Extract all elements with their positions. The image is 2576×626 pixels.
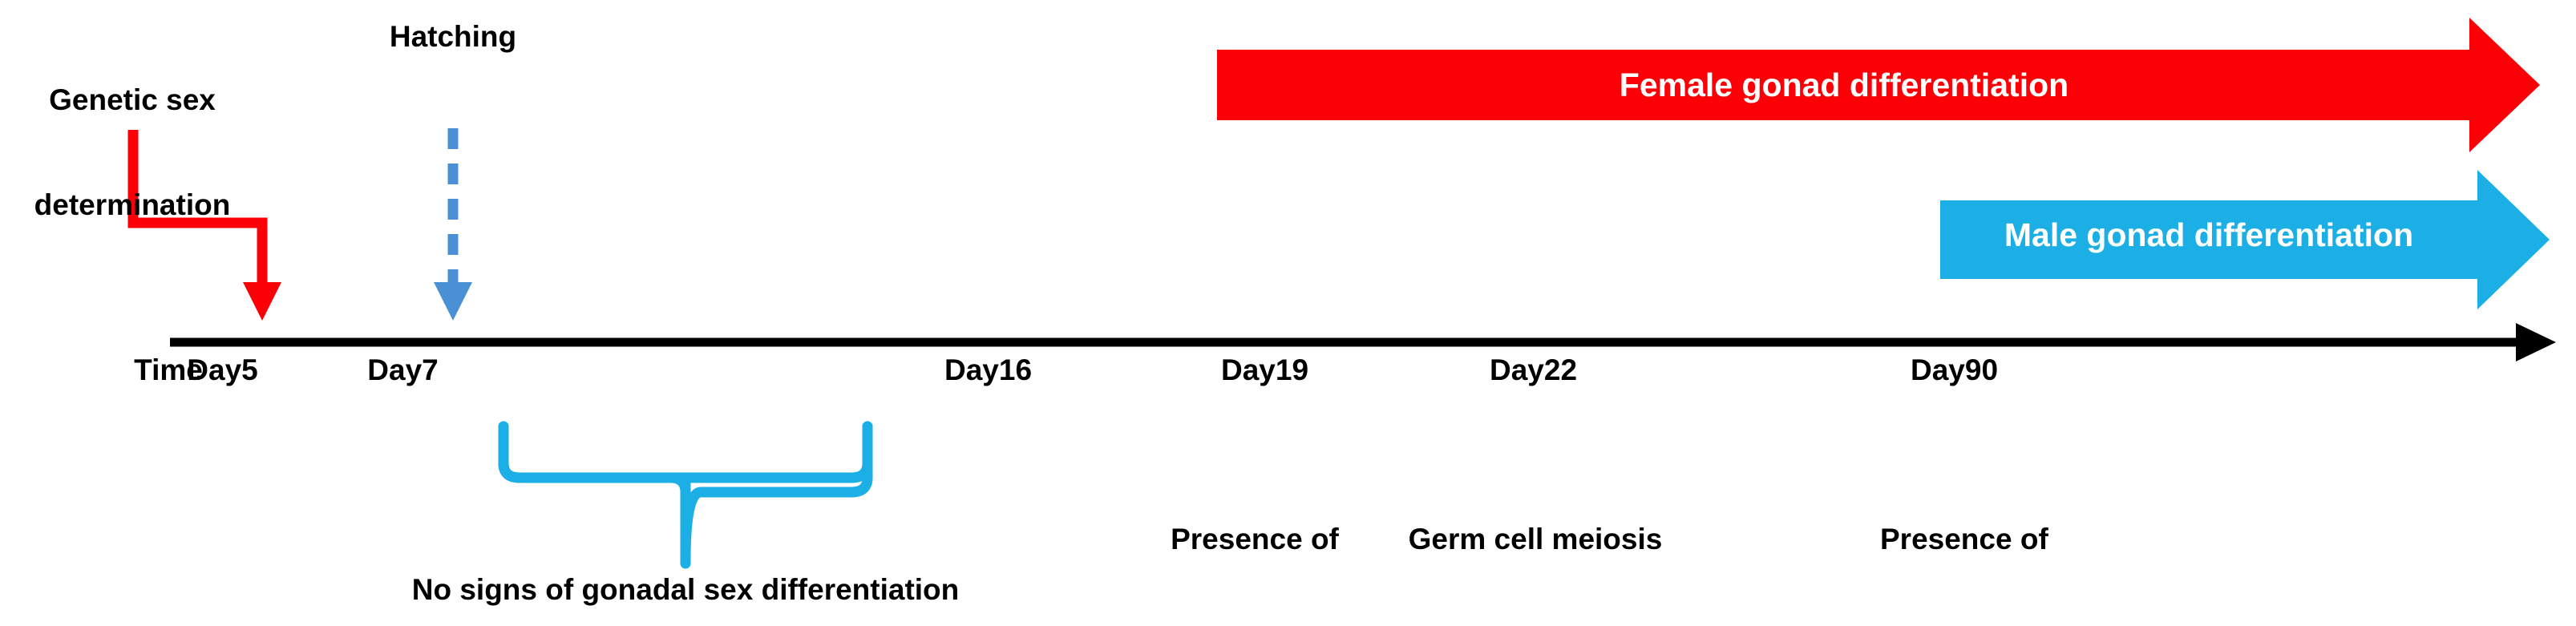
event-label-genetic-sex-determination: Genetic sex determination bbox=[0, 13, 265, 293]
genetic-sex-determination-line2: determination bbox=[34, 188, 231, 222]
note-presence-of-male-gonad: Presence of male gonad bbox=[1880, 452, 2153, 626]
hatching-dashed-arrow bbox=[434, 128, 472, 321]
event-label-hatching: Hatching bbox=[389, 20, 517, 53]
no-signs-brace bbox=[498, 421, 873, 569]
axis-tick-label-day5: Day5 bbox=[187, 353, 258, 386]
brace-caption-no-signs-of-gonadal-sex-differentiation: No signs of gonadal sex differentiation bbox=[411, 573, 960, 606]
axis-origin-label-time: Time bbox=[134, 353, 203, 386]
banner-label-female-gonad-differentiation: Female gonad differentiation bbox=[1619, 67, 2069, 103]
axis-tick-label-day16: Day16 bbox=[944, 353, 1033, 386]
note-presence-of-male-gonad-line1: Presence of bbox=[1880, 523, 2048, 556]
genetic-sex-determination-arrow bbox=[127, 130, 281, 321]
note-germ-cell-meiosis-line1: Germ cell meiosis bbox=[1408, 523, 1663, 556]
axis-tick-label-day90: Day90 bbox=[1910, 353, 1999, 386]
axis-tick-label-day22: Day22 bbox=[1489, 353, 1578, 386]
time-axis bbox=[170, 323, 2556, 361]
axis-tick-label-day7: Day7 bbox=[367, 353, 439, 386]
female-gonad-differentiation-arrow bbox=[1217, 18, 2540, 152]
genetic-sex-determination-line1: Genetic sex bbox=[49, 83, 216, 117]
male-gonad-differentiation-arrow bbox=[1940, 170, 2550, 309]
axis-tick-label-day19: Day19 bbox=[1220, 353, 1309, 386]
note-presence-of-female-gonad: Presence of female gonad bbox=[1134, 452, 1375, 626]
note-presence-of-female-gonad-line1: Presence of bbox=[1171, 523, 1339, 556]
note-germ-cell-meiosis-in-gonad: Germ cell meiosis in gonad bbox=[1387, 452, 1684, 626]
banner-label-male-gonad-differentiation: Male gonad differentiation bbox=[2004, 216, 2414, 253]
